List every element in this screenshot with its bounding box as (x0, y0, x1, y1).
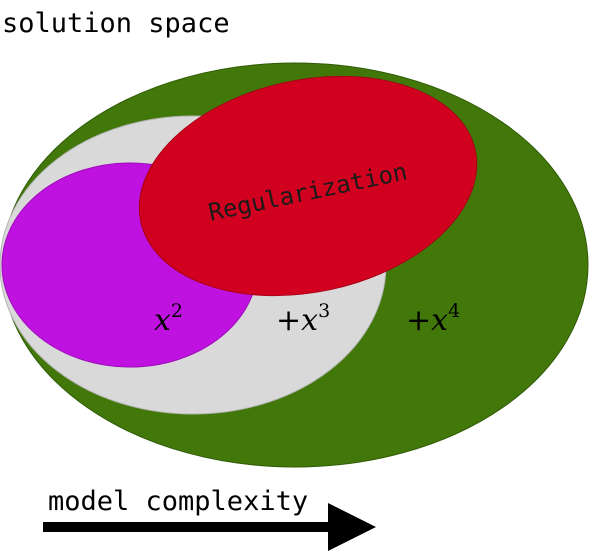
middle-label-exp: 3 (318, 300, 330, 322)
outer-label-var: x (431, 303, 448, 338)
diagram-title: solution space (2, 8, 230, 39)
middle-label-var: x (301, 303, 318, 338)
axis-label: model complexity (48, 486, 308, 517)
middle-label-prefix: + (276, 303, 301, 338)
inner-region-label: x2 (154, 300, 183, 338)
outer-label-prefix: + (406, 303, 431, 338)
middle-region-label: +x3 (276, 300, 330, 338)
regularization-region (138, 75, 478, 297)
inner-label-var: x (154, 303, 171, 338)
arrow-head (328, 503, 376, 551)
outer-region-label: +x4 (406, 300, 460, 338)
inner-label-exp: 2 (171, 300, 183, 322)
outer-label-exp: 4 (448, 300, 460, 322)
arrow-shaft (43, 522, 333, 532)
complexity-arrow (43, 503, 376, 551)
